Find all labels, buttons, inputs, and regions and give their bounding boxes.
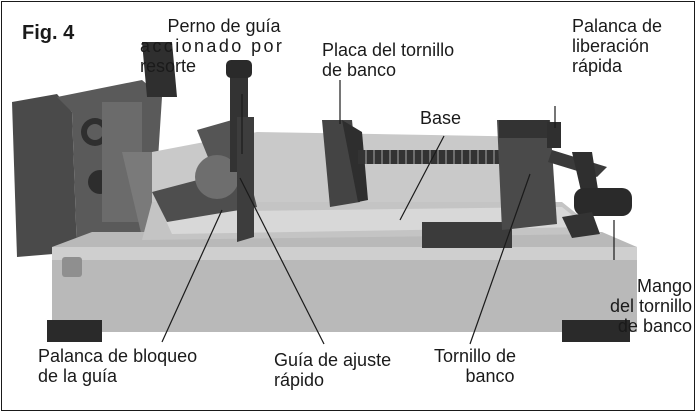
handle-grip	[574, 188, 632, 216]
quick-adjust-guide-body	[237, 117, 254, 242]
release-lever-body	[547, 122, 561, 148]
label-guide-lock-lever-line2: de la guía	[38, 366, 118, 386]
label-vise-handle-line3: de banco	[617, 316, 692, 336]
label-release-lever: Palanca de liberación rápida	[572, 16, 682, 76]
label-quick-adjust-guide-line1: Guía de ajuste	[274, 350, 392, 370]
left-foot	[47, 320, 102, 342]
label-vise-handle: Mango del tornillo de banco	[588, 276, 692, 336]
label-base: Base	[420, 108, 462, 128]
warning-label-plate	[422, 222, 512, 248]
label-vise-plate-line1: Placa del tornillo	[322, 40, 455, 60]
label-release-lever-line3: rápida	[572, 56, 623, 76]
label-guide-pin: Perno de guía accionado por resorte	[140, 16, 308, 76]
vise-body-block	[497, 120, 557, 230]
label-release-lever-line2: liberación	[572, 36, 650, 56]
right-foot	[562, 320, 630, 342]
label-vise-plate-line2: de banco	[322, 60, 397, 80]
label-guide-pin-line2: accionado por	[140, 36, 285, 56]
label-bench-vise-line2: banco	[465, 366, 515, 386]
label-guide-pin-line1: Perno de guía	[167, 16, 281, 36]
label-vise-handle-line1: Mango	[636, 276, 692, 296]
label-guide-lock-lever: Palanca de bloqueo de la guía	[38, 346, 218, 386]
label-quick-adjust-guide: Guía de ajuste rápido	[274, 350, 424, 390]
label-guide-pin-line3: resorte	[140, 56, 197, 76]
leader-lines	[161, 80, 615, 345]
figure-label: Fig. 4	[22, 22, 75, 44]
label-vise-plate: Placa del tornillo de banco	[322, 40, 492, 80]
label-bench-vise: Tornillo de banco	[434, 346, 546, 386]
label-bench-vise-line1: Tornillo de	[434, 346, 517, 366]
label-guide-lock-lever-line1: Palanca de bloqueo	[38, 346, 198, 366]
label-release-lever-line1: Palanca de	[572, 16, 663, 36]
label-vise-handle-line2: del tornillo	[609, 296, 692, 316]
label-quick-adjust-guide-line2: rápido	[274, 370, 325, 390]
vise-screw	[358, 150, 506, 164]
